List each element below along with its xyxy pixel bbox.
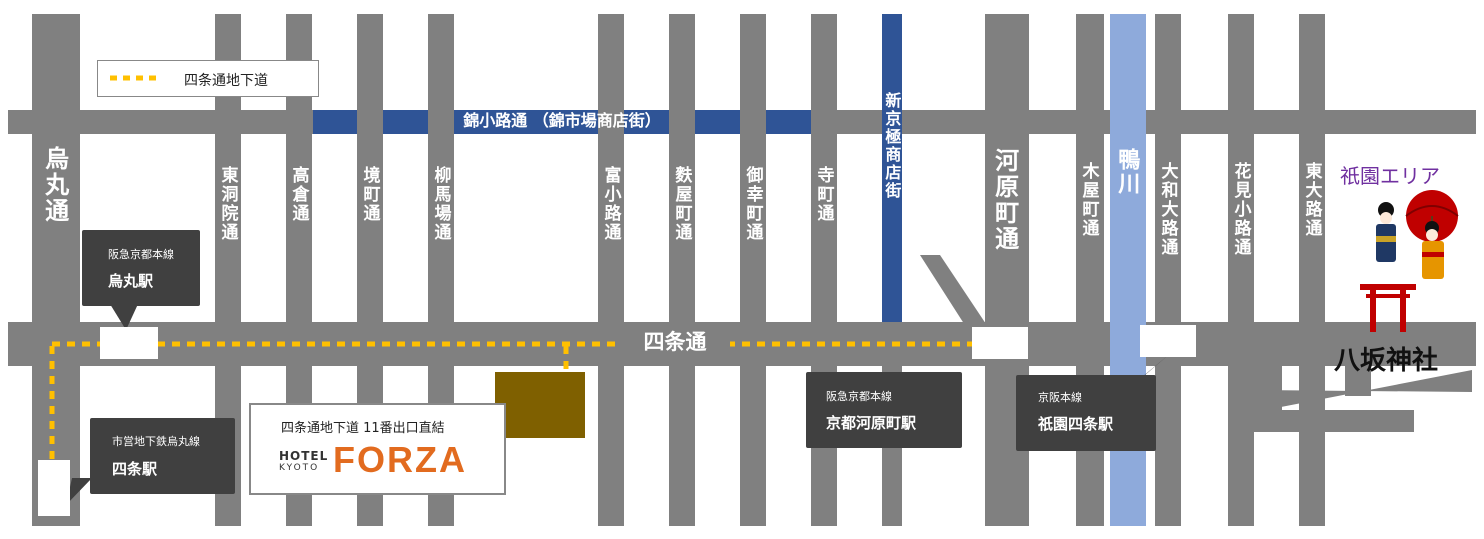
street-takakura-label: 高倉通 — [288, 166, 309, 223]
street-teramachi-label: 寺町通 — [813, 166, 834, 223]
road-diagonal-kawaramachi — [920, 255, 990, 330]
station-kawaramachi-marker — [972, 327, 1028, 359]
callout-kawaramachi-name: 京都河原町駅 — [826, 414, 917, 432]
street-higashinotoin-label: 東洞院通 — [217, 166, 238, 242]
road-shinkyogoku — [882, 14, 902, 322]
road-fuyacho — [669, 14, 695, 526]
street-gokomachi-label: 御幸町通 — [742, 166, 763, 242]
torii-icon — [1360, 284, 1416, 332]
road-east-stub2 — [1345, 366, 1371, 396]
street-fuyacho-label: 麩屋町通 — [671, 166, 692, 242]
road-karasuma — [32, 14, 80, 526]
maiko-torii-illustration — [1360, 190, 1459, 332]
street-higashioji-label: 東大路通 — [1301, 162, 1322, 238]
street-kamogawa-label: 鴨川 — [1114, 148, 1140, 196]
callout-kawaramachi: 阪急京都本線 京都河原町駅 — [806, 372, 962, 448]
station-shijo-marker — [38, 460, 70, 516]
road-hanamikoji — [1228, 14, 1254, 526]
callout-gion-name: 祇園四条駅 — [1038, 415, 1114, 433]
hotel-brand: FORZA — [333, 439, 467, 480]
road-gokomachi — [740, 14, 766, 526]
legend-label: 四条通地下道 — [184, 73, 268, 89]
callout-karasuma-line: 阪急京都本線 — [108, 248, 174, 261]
callout-gion: 京阪本線 祇園四条駅 — [1016, 375, 1156, 451]
street-kawaramachi-label: 河原町通 — [990, 148, 1019, 252]
station-karasuma-marker — [100, 327, 158, 359]
callout-shijo-name: 四条駅 — [112, 460, 158, 478]
street-yanaginobamba-label: 柳馬場通 — [430, 166, 451, 242]
hotel-info-box: 四条通地下道 11番出口直結 HOTEL KYOTO FORZA — [249, 403, 506, 495]
callout-karasuma-name: 烏丸駅 — [108, 272, 154, 290]
callout-tail-shijo — [66, 478, 92, 505]
street-tominokoji-label: 富小路通 — [600, 166, 621, 242]
street-kiyamachi-label: 木屋町通 — [1078, 162, 1099, 238]
street-yamatooji-label: 大和大路通 — [1157, 162, 1178, 257]
legend-dash-icon — [110, 75, 158, 81]
street-shinkyogoku-label: 新京極商店街 — [882, 92, 902, 200]
road-yamatooji — [1155, 14, 1181, 526]
street-sakaimachi-label: 境町通 — [359, 166, 380, 223]
hotel-word: HOTEL — [279, 449, 329, 463]
street-hanamikoji-label: 花見小路通 — [1230, 162, 1251, 257]
callout-tail-karasuma — [110, 304, 138, 330]
callout-kawaramachi-line: 阪急京都本線 — [826, 390, 892, 403]
legend: 四条通地下道 — [97, 60, 319, 97]
callout-shijo: 市営地下鉄烏丸線 四条駅 — [90, 418, 235, 494]
maiko-right-icon — [1422, 221, 1444, 279]
street-karasuma-label: 烏丸通 — [40, 146, 69, 224]
maiko-left-icon — [1376, 202, 1396, 262]
gion-area-title: 祇園エリア — [1340, 164, 1440, 188]
yasaka-shrine-label: 八坂神社 — [1334, 346, 1439, 376]
hotel-building-block — [495, 372, 585, 438]
hotel-caption: 四条通地下道 11番出口直結 — [281, 421, 445, 436]
road-nishiki-blue — [313, 110, 811, 134]
street-nishiki-label: 錦小路通 （錦市場商店街） — [463, 111, 661, 130]
road-tominokoji — [598, 14, 624, 526]
station-gion-marker — [1140, 325, 1196, 357]
road-east-small — [1254, 410, 1414, 432]
hotel-city: KYOTO — [279, 463, 320, 473]
callout-karasuma: 阪急京都本線 烏丸駅 — [82, 230, 200, 306]
callout-gion-line: 京阪本線 — [1038, 391, 1082, 404]
road-east-stub — [1254, 366, 1282, 410]
callout-shijo-line: 市営地下鉄烏丸線 — [112, 435, 200, 448]
road-higashioji — [1299, 14, 1325, 526]
street-shijo-label: 四条通 — [620, 330, 730, 360]
